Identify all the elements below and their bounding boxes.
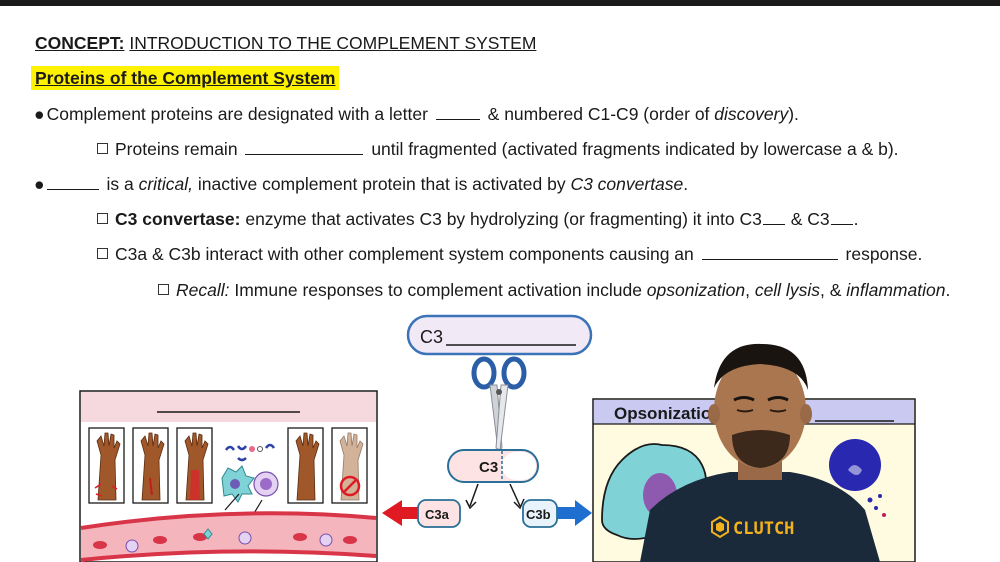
fill-blank [435,104,480,120]
sub-bullet-2c: Recall: Immune responses to complement a… [158,279,950,301]
bullet-text: , & [819,280,847,300]
scissors-icon [471,356,527,451]
bullet-text: Complement proteins are designated with … [46,104,428,124]
bullet-text: response. [845,244,923,264]
bullet-text: . [945,280,951,300]
bullet-text-italic: critical, [138,174,194,194]
c3-top-pill: C3 [406,314,593,356]
c3b-fragment: C3b [522,499,592,528]
bullet-text-bold: C3 convertase: [115,209,241,229]
bullet-text: . [683,174,689,194]
checkbox-square-icon [97,143,108,154]
bullet-text: Immune responses to complement activatio… [229,280,647,300]
presenter-webcam: CLUTCH [640,343,880,562]
bullet-text-italic: C3 convertase [570,174,684,194]
fill-blank [245,139,364,155]
section-heading: Proteins of the Complement System [31,66,340,90]
c3-split-label: C3 [479,459,498,476]
c3-top-label: C3 [420,327,443,347]
fill-blank [46,174,99,190]
c3b-label: C3b [526,507,551,522]
bullet-text: . [853,209,859,229]
bullet-dot: ● [34,104,45,124]
c3a-fragment: C3a [382,499,461,528]
shirt-logo-text: CLUTCH [733,519,794,539]
bullet-text: Proteins remain [115,139,238,159]
left-panel [79,390,378,562]
bullet-text-italic: opsonization [646,280,746,300]
top-bar [0,0,1000,6]
blood-vessel [80,511,377,562]
bullet-text: & C3 [785,209,830,229]
fill-blank [830,209,853,225]
bullet-text: is a [106,174,139,194]
bullet-2: ● is a critical, inactive complement pro… [34,173,688,195]
arm-icon [94,432,364,501]
c3-split-pill: C3 [447,449,539,483]
sub-bullet-1a: Proteins remain until fragmented (activa… [97,138,899,160]
sub-bullet-2b: C3a & C3b interact with other complement… [97,243,922,265]
bullet-1: ●Complement proteins are designated with… [34,103,799,125]
bullet-text: ). [788,104,799,124]
bullet-text: , [745,280,755,300]
bullet-text: inactive complement protein that is acti… [193,174,571,194]
clutch-logo-icon [711,515,729,539]
bullet-text-italic: Recall: [176,280,230,300]
bullet-text: C3a & C3b interact with other complement… [115,244,694,264]
section-title: Proteins of the Complement System [31,66,340,90]
fill-blank [701,244,838,260]
immune-cell-icon [221,465,279,503]
concept-heading: CONCEPT: INTRODUCTION TO THE COMPLEMENT … [35,32,536,54]
bullet-text: & numbered C1-C9 (order of [487,104,715,124]
sub-bullet-2a: C3 convertase: enzyme that activates C3 … [97,208,858,230]
opsonization-label: Opsonizatio [614,404,711,423]
bullet-dot: ● [34,174,45,194]
c3a-label: C3a [425,507,450,522]
checkbox-square-icon [97,248,108,259]
bullet-text-italic: discovery [714,104,789,124]
fill-blank [762,209,785,225]
bullet-text-italic: cell lysis [754,280,820,300]
cytokine-icon [224,443,276,462]
bullet-text: until fragmented (activated fragments in… [371,139,899,159]
checkbox-square-icon [158,284,169,295]
bullet-text: enzyme that activates C3 by hydrolyzing … [240,209,762,229]
checkbox-square-icon [97,213,108,224]
concept-title: INTRODUCTION TO THE COMPLEMENT SYSTEM [129,33,537,53]
concept-label: CONCEPT: [35,33,125,53]
bullet-text-italic: inflammation [846,280,946,300]
